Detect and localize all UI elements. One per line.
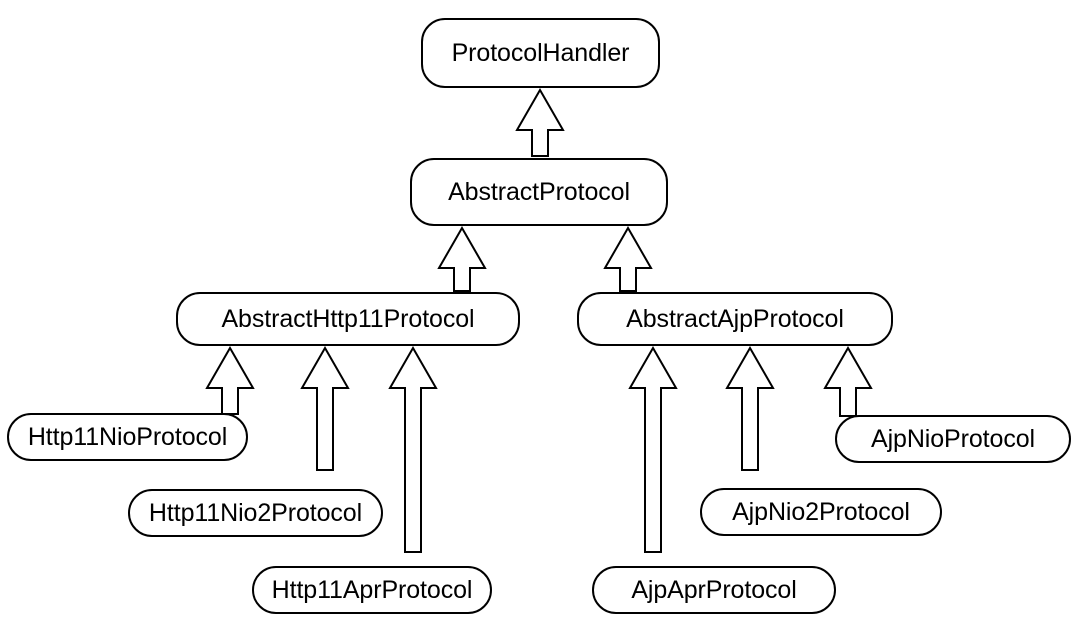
class-node-label: AjpAprProtocol bbox=[631, 575, 797, 604]
class-node-abstract-ajp-protocol[interactable]: AbstractAjpProtocol bbox=[577, 292, 893, 346]
class-node-label: ProtocolHandler bbox=[451, 38, 630, 67]
generalization-arrow-edge-abstract-ajp-to-abstract-protocol bbox=[603, 225, 653, 292]
class-node-http11-nio2-protocol[interactable]: Http11Nio2Protocol bbox=[128, 489, 383, 537]
class-node-ajp-apr-protocol[interactable]: AjpAprProtocol bbox=[592, 566, 836, 614]
class-node-label: AbstractAjpProtocol bbox=[626, 304, 844, 333]
generalization-arrow-edge-http11-nio-to-abstract-http11 bbox=[205, 345, 255, 415]
class-node-label: AjpNio2Protocol bbox=[732, 497, 910, 526]
class-node-label: Http11Nio2Protocol bbox=[148, 498, 363, 527]
class-node-label: AjpNioProtocol bbox=[871, 424, 1035, 453]
generalization-arrow-edge-http11-nio2-to-abstract-http11 bbox=[300, 345, 350, 471]
class-node-abstract-protocol[interactable]: AbstractProtocol bbox=[410, 158, 668, 226]
generalization-arrow-edge-ajp-apr-to-abstract-ajp bbox=[628, 345, 678, 553]
class-node-label: AbstractHttp11Protocol bbox=[221, 304, 475, 333]
generalization-arrow-edge-ajp-nio-to-abstract-ajp bbox=[823, 345, 873, 417]
generalization-arrow-edge-ajp-nio2-to-abstract-ajp bbox=[725, 345, 775, 471]
class-node-ajp-nio2-protocol[interactable]: AjpNio2Protocol bbox=[700, 488, 942, 536]
class-node-protocol-handler[interactable]: ProtocolHandler bbox=[421, 18, 660, 88]
class-node-abstract-http11-protocol[interactable]: AbstractHttp11Protocol bbox=[176, 292, 520, 346]
generalization-arrow-edge-abstract-protocol-to-protocol-handler bbox=[515, 87, 565, 157]
class-node-http11-nio-protocol[interactable]: Http11NioProtocol bbox=[7, 413, 248, 461]
generalization-arrow-edge-http11-apr-to-abstract-http11 bbox=[388, 345, 438, 553]
class-node-ajp-nio-protocol[interactable]: AjpNioProtocol bbox=[835, 415, 1071, 463]
class-node-label: Http11AprProtocol bbox=[271, 575, 473, 604]
class-node-label: AbstractProtocol bbox=[448, 177, 630, 206]
class-node-label: Http11NioProtocol bbox=[27, 422, 228, 451]
generalization-arrow-edge-abstract-http11-to-abstract-protocol bbox=[437, 225, 487, 292]
class-node-http11-apr-protocol[interactable]: Http11AprProtocol bbox=[252, 566, 492, 614]
